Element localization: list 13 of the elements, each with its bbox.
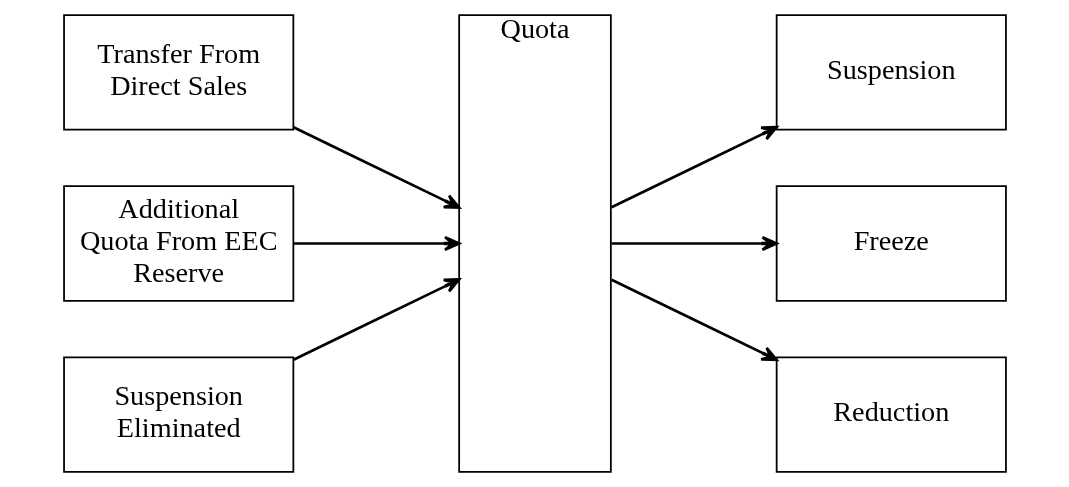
arrow <box>610 125 778 209</box>
node-box: Freeze <box>775 185 1007 302</box>
node-box: Suspension <box>775 14 1007 131</box>
arrow <box>292 126 460 209</box>
arrow <box>610 278 778 362</box>
arrow <box>611 235 778 252</box>
arrow <box>292 278 460 361</box>
node-box: Transfer From Direct Sales <box>62 14 294 131</box>
node-box: Suspension Eliminated <box>62 356 294 473</box>
node-box: Reduction <box>775 356 1007 473</box>
node-box: Quota <box>457 14 612 473</box>
arrow <box>293 235 460 252</box>
node-box: Additional Quota From EEC Reserve <box>62 185 294 302</box>
